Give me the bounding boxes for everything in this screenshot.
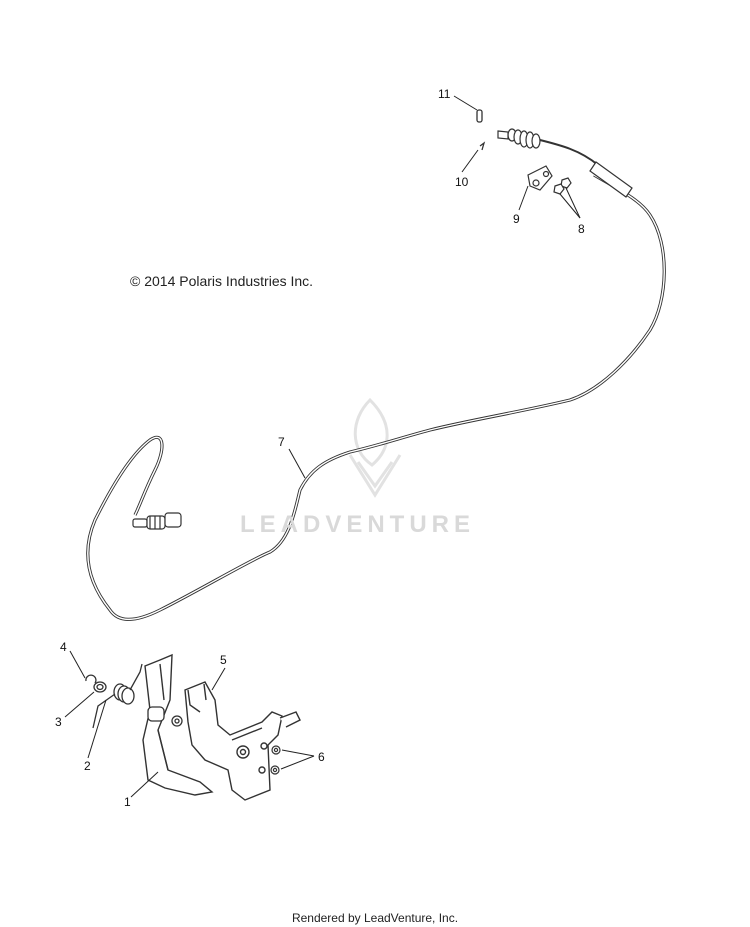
- watermark-text: LEADVENTURE: [240, 511, 476, 538]
- pin-11: [476, 109, 483, 123]
- cable-spring-coil: [497, 128, 541, 149]
- callout-6: 6: [318, 750, 325, 764]
- clip-10: [479, 141, 486, 151]
- callout-8: 8: [578, 222, 585, 236]
- callout-11: 11: [438, 87, 451, 101]
- pivot-shaft: [147, 706, 183, 727]
- callout-1: 1: [124, 795, 131, 809]
- throttle-cable: [86, 139, 666, 621]
- mounting-bracket-5: [184, 681, 301, 801]
- nuts-6: [270, 745, 281, 775]
- watermark-logo-icon: [348, 397, 402, 498]
- copyright-notice: © 2014 Polaris Industries Inc.: [130, 273, 314, 289]
- callout-10: 10: [455, 175, 469, 189]
- bushing-3: [93, 681, 107, 693]
- callout-3: 3: [55, 715, 62, 729]
- callout-4: 4: [60, 640, 67, 654]
- cable-sleeve: [589, 161, 633, 198]
- callout-9: 9: [513, 212, 520, 226]
- callout-7: 7: [278, 435, 285, 449]
- torsion-spring-2: [92, 663, 143, 729]
- callout-2: 2: [84, 759, 91, 773]
- pedal-arm-1: [142, 653, 214, 796]
- rendered-by-footer: Rendered by LeadVenture, Inc.: [291, 911, 459, 925]
- nuts-8: [553, 177, 572, 195]
- bracket-9: [527, 165, 553, 191]
- clip-4: [85, 674, 97, 684]
- leader-lines: [64, 95, 581, 798]
- callout-5: 5: [220, 653, 227, 667]
- cable-end-fitting: [132, 512, 182, 530]
